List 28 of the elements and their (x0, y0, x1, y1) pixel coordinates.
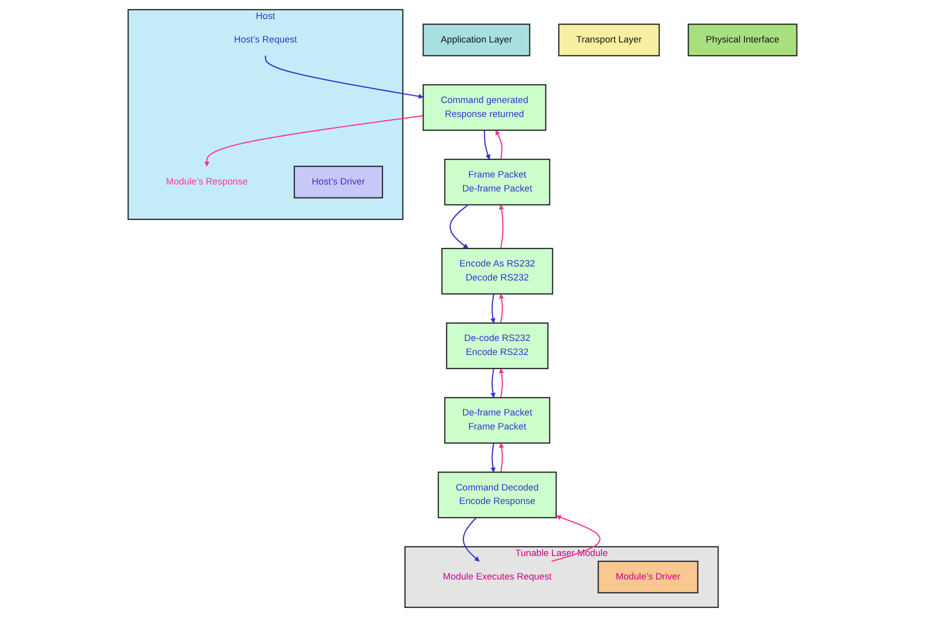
arrow (498, 442, 504, 472)
arrow (490, 368, 496, 398)
node-box: Host’s Driver (294, 166, 384, 198)
node-box: Application Layer (422, 24, 530, 56)
node-box: De-code RS232 Encode RS232 (446, 322, 548, 370)
node-box: De-frame Packet Frame Packet (444, 397, 550, 444)
arrow (498, 294, 504, 324)
arrow (496, 130, 502, 160)
node-text: Module Executes Request (442, 572, 552, 582)
arrow (551, 515, 600, 562)
arrow (498, 204, 504, 249)
arrow (484, 130, 490, 160)
arrow (490, 294, 496, 324)
node-box: Encode As RS232 Decode RS232 (441, 248, 554, 295)
node-box: Command Decoded Encode Response (438, 472, 557, 518)
arrow (264, 56, 424, 99)
node-box: Transport Layer (558, 24, 660, 56)
node-box: Frame Packet De-frame Packet (444, 158, 550, 206)
node-box: Physical Interface (688, 24, 798, 56)
node-text: Host’s Request (234, 34, 298, 45)
arrow (462, 517, 480, 562)
node-box: Module’s Driver (598, 560, 698, 594)
arrow (490, 442, 496, 472)
arrow (204, 115, 424, 167)
node-box: Command generated Response returned (422, 84, 546, 131)
arrow (450, 204, 468, 249)
arrow (498, 368, 504, 398)
node-text: Module’s Response (166, 176, 248, 187)
